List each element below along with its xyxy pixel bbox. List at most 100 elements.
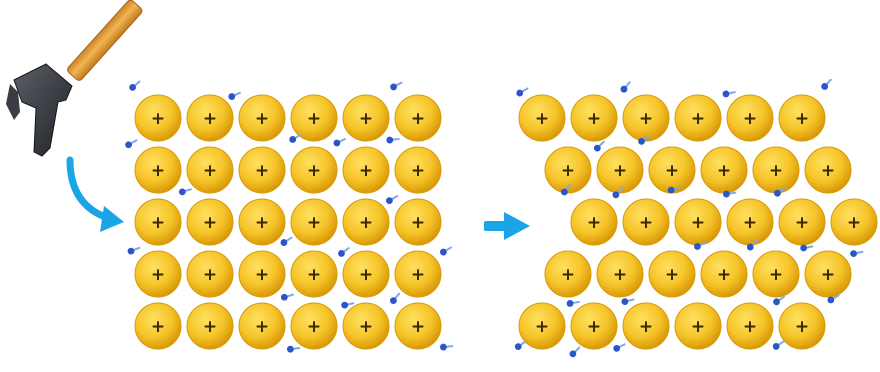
- ion-after: +: [544, 146, 592, 194]
- electron: [386, 136, 400, 144]
- ion-charge-label: +: [151, 161, 165, 181]
- ion-charge-label: +: [691, 317, 705, 337]
- ion-charge-label: +: [151, 317, 165, 337]
- ion-after: +: [570, 94, 618, 142]
- ion-charge-label: +: [691, 213, 705, 233]
- electron: [693, 241, 707, 250]
- electron: [560, 183, 571, 196]
- ion-before: +: [394, 94, 442, 142]
- ion-charge-label: +: [717, 161, 731, 181]
- ion-charge-label: +: [665, 265, 679, 285]
- ion-after: +: [700, 250, 748, 298]
- ion-charge-label: +: [795, 213, 809, 233]
- ion-before: +: [394, 198, 442, 246]
- ion-before: +: [290, 302, 338, 350]
- ion-after: +: [596, 250, 644, 298]
- electron: [746, 239, 758, 251]
- electron: [280, 293, 294, 301]
- ion-charge-label: +: [411, 317, 425, 337]
- electron: [516, 87, 529, 97]
- ion-before: +: [238, 250, 286, 298]
- ion-before: +: [186, 250, 234, 298]
- electron: [178, 188, 192, 196]
- ion-charge-label: +: [359, 161, 373, 181]
- ion-after: +: [778, 302, 826, 350]
- electron: [440, 343, 454, 351]
- ion-before: +: [394, 302, 442, 350]
- electron-sea-before: [125, 80, 454, 353]
- curved-arrow-icon: [66, 156, 124, 232]
- ion-before: +: [394, 146, 442, 194]
- ion-charge-label: +: [359, 317, 373, 337]
- electron: [613, 343, 626, 352]
- electron: [850, 250, 864, 258]
- ion-charge-label: +: [411, 161, 425, 181]
- ion-before: +: [238, 198, 286, 246]
- electron: [772, 340, 785, 350]
- ion-before: +: [342, 94, 390, 142]
- ion-charge-label: +: [411, 265, 425, 285]
- ion-charge-label: +: [255, 265, 269, 285]
- ion-after: +: [570, 198, 618, 246]
- ion-before: +: [290, 250, 338, 298]
- ion-charge-label: +: [743, 317, 757, 337]
- ion-charge-label: +: [307, 317, 321, 337]
- ion-charge-label: +: [587, 317, 601, 337]
- ion-charge-label: +: [359, 213, 373, 233]
- right-arrow-icon: [484, 212, 530, 240]
- electron: [800, 244, 814, 252]
- ion-before: +: [186, 198, 234, 246]
- electron: [286, 345, 301, 353]
- ion-charge-label: +: [151, 213, 165, 233]
- ion-after: +: [726, 302, 774, 350]
- electron: [125, 139, 138, 149]
- ion-before: +: [238, 94, 286, 142]
- ion-after: +: [830, 198, 878, 246]
- ion-after: +: [804, 250, 852, 298]
- ion-after: +: [674, 302, 722, 350]
- ion-after: +: [648, 146, 696, 194]
- electron: [439, 246, 453, 256]
- ion-before: +: [290, 198, 338, 246]
- electron: [621, 298, 635, 306]
- ion-charge-label: +: [203, 109, 217, 129]
- ion-charge-label: +: [255, 161, 269, 181]
- ion-lattice-before: ++++++++++++++++++++++++++++++: [134, 94, 442, 350]
- electron: [514, 340, 527, 351]
- ion-charge-label: +: [255, 109, 269, 129]
- electron: [722, 190, 737, 198]
- ion-charge-label: +: [307, 161, 321, 181]
- electron: [722, 90, 736, 98]
- ion-charge-label: +: [613, 161, 627, 181]
- electron: [827, 294, 840, 304]
- ion-after: +: [596, 146, 644, 194]
- ion-charge-label: +: [203, 213, 217, 233]
- ion-charge-label: +: [411, 213, 425, 233]
- ion-after: +: [518, 94, 566, 142]
- electron: [821, 78, 832, 90]
- ion-before: +: [342, 302, 390, 350]
- ion-before: +: [238, 146, 286, 194]
- ion-charge-label: +: [769, 265, 783, 285]
- electron: [566, 300, 580, 307]
- electron: [773, 187, 786, 197]
- ion-after: +: [752, 250, 800, 298]
- ion-charge-label: +: [587, 109, 601, 129]
- electron: [612, 187, 624, 199]
- ion-charge-label: +: [795, 109, 809, 129]
- ion-before: +: [238, 302, 286, 350]
- ion-before: +: [134, 198, 182, 246]
- ion-before: +: [290, 94, 338, 142]
- electron: [638, 135, 651, 145]
- ion-after: +: [674, 94, 722, 142]
- ion-before: +: [134, 94, 182, 142]
- ion-charge-label: +: [665, 161, 679, 181]
- ion-after: +: [648, 250, 696, 298]
- electron: [228, 91, 241, 100]
- ion-charge-label: +: [151, 265, 165, 285]
- ion-charge-label: +: [691, 109, 705, 129]
- ion-before: +: [342, 198, 390, 246]
- ion-charge-label: +: [821, 161, 835, 181]
- ion-charge-label: +: [203, 317, 217, 337]
